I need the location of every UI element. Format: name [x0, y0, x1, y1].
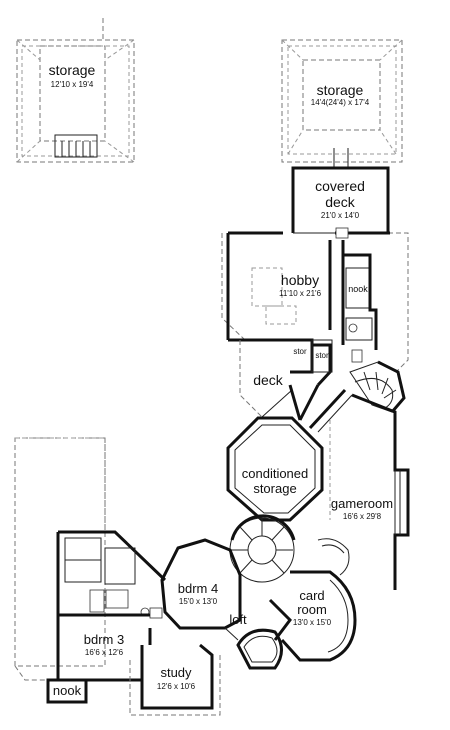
storage-right-area: storage 14'4(24'4) x 17'4 — [281, 39, 403, 168]
nook-bottom-label: nook — [53, 683, 82, 698]
stor-closets: stor stor — [290, 338, 333, 387]
covered-deck-dim: 21'0 x 14'0 — [321, 211, 360, 220]
bdrm4-label: bdrm 4 — [178, 581, 218, 596]
gameroom-dim: 16'6 x 29'8 — [343, 512, 382, 521]
storage-right-dim: 14'4(24'4) x 17'4 — [311, 98, 370, 107]
study-dim: 12'6 x 10'6 — [157, 682, 196, 691]
bdrm4-area: bdrm 4 15'0 x 13'0 — [160, 538, 242, 630]
study-label: study — [160, 665, 192, 680]
storage-left-dim: 12'10 x 19'4 — [51, 80, 94, 89]
stor1-label: stor — [293, 347, 307, 356]
lower-bay — [236, 628, 283, 670]
storage-right-label: storage — [317, 82, 364, 98]
gameroom-label: gameroom — [331, 496, 393, 511]
bdrm3-area: bdrm 3 16'6 x 12'6 — [56, 615, 152, 682]
deck-area: deck — [239, 340, 293, 418]
covered-deck-area: covered deck 21'0 x 14'0 — [291, 166, 390, 234]
nook-top-area: nook — [343, 253, 378, 363]
hobby-label: hobby — [281, 272, 319, 288]
loft-label: loft — [229, 612, 247, 627]
upper-stair — [349, 360, 406, 413]
nook-top-label: nook — [348, 284, 368, 294]
loft-area: loft — [224, 598, 292, 641]
diagonal-corridor — [288, 384, 353, 433]
bdrm3-label: bdrm 3 — [84, 632, 124, 647]
storage-left-label: storage — [49, 62, 96, 78]
central-stair — [229, 514, 296, 583]
nook-bottom-area: nook — [46, 678, 88, 704]
conditioned-storage-area: conditioned storage — [226, 416, 324, 522]
bdrm3-dim: 16'6 x 12'6 — [85, 648, 124, 657]
card-room-label-1: card — [299, 588, 324, 603]
storage-left-area: storage 12'10 x 19'4 — [16, 18, 135, 163]
hobby-area: hobby 11'10 x 21'6 — [226, 227, 390, 345]
card-room-label-2: room — [297, 602, 327, 617]
hobby-dim: 11'10 x 21'6 — [279, 289, 322, 298]
conditioned-storage-label-2: storage — [253, 481, 296, 496]
gameroom-area: gameroom 16'6 x 29'8 — [329, 393, 410, 590]
covered-deck-label-1: covered — [315, 178, 365, 194]
covered-deck-label-2: deck — [325, 194, 356, 210]
card-room-dim: 13'0 x 15'0 — [293, 618, 332, 627]
study-area: study 12'6 x 10'6 — [129, 643, 221, 716]
stor2-label: stor — [315, 351, 329, 360]
bath-block — [56, 530, 167, 619]
bdrm4-dim: 15'0 x 13'0 — [179, 597, 218, 606]
conditioned-storage-label-1: conditioned — [242, 466, 309, 481]
card-room-area: card room 13'0 x 15'0 — [280, 538, 357, 662]
deck-label: deck — [253, 372, 284, 388]
